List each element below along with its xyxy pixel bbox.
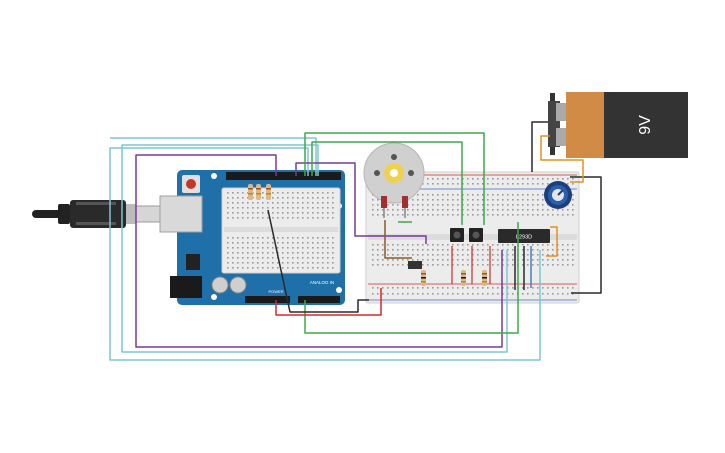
wire-purple-2[interactable]	[295, 162, 427, 244]
wire-orange-chip[interactable]	[546, 226, 558, 257]
l293d-chip[interactable]: L293D	[498, 229, 550, 243]
wire-teal-outer[interactable]	[109, 147, 541, 361]
resistor-3[interactable]	[482, 270, 487, 286]
battery-label: 9V	[637, 115, 654, 135]
wire-red-1[interactable]	[275, 288, 382, 316]
wire-brown-1[interactable]	[384, 220, 412, 259]
mini-resistor-2[interactable]	[256, 184, 261, 200]
dc-motor[interactable]	[363, 142, 425, 218]
wire-purple-outer[interactable]	[135, 154, 503, 348]
battery-9v[interactable]: 9V	[548, 92, 688, 158]
wire-black-right[interactable]	[570, 176, 602, 294]
wire-red-2[interactable]	[451, 246, 491, 284]
wire-green-1[interactable]	[304, 132, 485, 225]
analog-in-label: ANALOG IN	[310, 280, 335, 285]
resistor-1[interactable]	[421, 270, 426, 286]
power-label: POWER	[268, 289, 283, 294]
wire-black-chip[interactable]	[514, 246, 525, 290]
wire-green-2[interactable]	[311, 141, 463, 225]
mini-breadboard-holes	[227, 192, 334, 269]
transistor[interactable]	[408, 261, 422, 269]
push-button-2[interactable]	[469, 228, 483, 242]
mini-resistor-1[interactable]	[248, 184, 253, 200]
chip-label: L293D	[516, 235, 532, 241]
mini-resistor-3[interactable]	[266, 184, 271, 200]
wire-black-battery[interactable]	[531, 121, 548, 172]
wire-teal-2[interactable]	[121, 144, 508, 353]
reset-button[interactable]	[182, 175, 200, 193]
wires	[109, 121, 602, 361]
usb-cable[interactable]	[32, 200, 161, 228]
wire-green-3[interactable]	[304, 222, 519, 334]
resistor-2[interactable]	[461, 270, 466, 286]
potentiometer[interactable]	[544, 181, 572, 209]
push-button-1[interactable]	[450, 228, 464, 242]
wire-orange-battery[interactable]	[540, 135, 584, 183]
wire-black-1[interactable]	[267, 209, 369, 313]
mini-breadboard[interactable]	[221, 187, 341, 274]
